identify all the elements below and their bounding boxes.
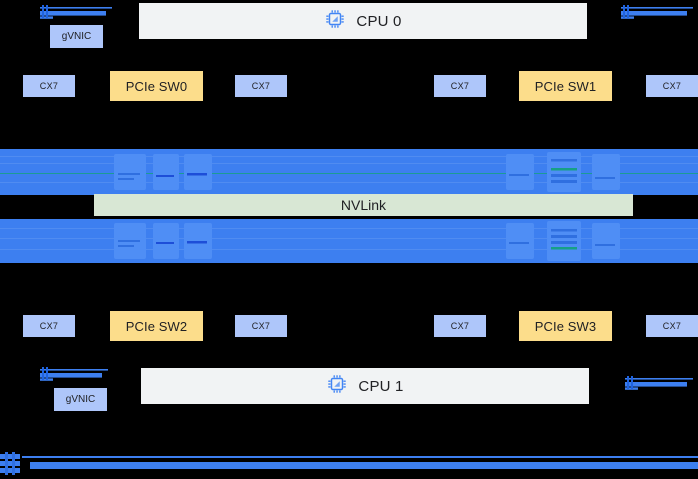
- cx7-2-box[interactable]: CX7: [434, 75, 486, 97]
- gvnic-1-box[interactable]: gVNIC: [54, 388, 107, 411]
- cpu-chip-icon: [326, 373, 348, 400]
- pcie-sw2-box[interactable]: PCIe SW2: [110, 311, 203, 341]
- network-stack-icon: [0, 452, 698, 475]
- cx7-3-box[interactable]: CX7: [646, 75, 698, 97]
- network-card-icon: [621, 5, 693, 19]
- cpu-chip-icon: [324, 8, 346, 35]
- gvnic-icon-bottom-right-wrap[interactable]: [625, 375, 693, 391]
- nvlink-label: NVLink: [340, 197, 387, 213]
- network-card-icon: [40, 367, 108, 381]
- pcie-sw1-label: PCIe SW1: [534, 78, 597, 94]
- gvnic-1-label: gVNIC: [65, 394, 96, 405]
- cx7-7-label: CX7: [662, 321, 682, 331]
- pcie-sw0-label: PCIe SW0: [125, 78, 188, 94]
- cx7-0-box[interactable]: CX7: [23, 75, 75, 97]
- gvnic-1-icon-wrap[interactable]: [40, 366, 108, 382]
- gpu-band-bottom[interactable]: [0, 219, 698, 263]
- cx7-2-label: CX7: [450, 81, 470, 91]
- gpu-icon: [114, 223, 146, 259]
- pcie-sw3-label: PCIe SW3: [534, 318, 597, 334]
- nvlink-bar[interactable]: NVLink: [94, 194, 633, 216]
- gpu-icon: [506, 154, 534, 190]
- pcie-sw2-label: PCIe SW2: [125, 318, 188, 334]
- network-card-icon: [625, 376, 693, 390]
- pcie-sw1-box[interactable]: PCIe SW1: [519, 71, 612, 101]
- cx7-5-box[interactable]: CX7: [235, 315, 287, 337]
- gpu-icon: [153, 223, 179, 259]
- gpu-icon: [114, 154, 146, 190]
- cx7-5-label: CX7: [251, 321, 271, 331]
- gpu-icon: [592, 223, 620, 259]
- cx7-6-box[interactable]: CX7: [434, 315, 486, 337]
- footer-network-stack[interactable]: [0, 452, 698, 479]
- cx7-1-box[interactable]: CX7: [235, 75, 287, 97]
- gpu-icon: [184, 154, 212, 190]
- gpu-icon: [184, 223, 212, 259]
- gpu-icon: [506, 223, 534, 259]
- gpu-icon: [592, 154, 620, 190]
- gvnic-0-label: gVNIC: [61, 31, 92, 42]
- cx7-1-label: CX7: [251, 81, 271, 91]
- pcie-sw3-box[interactable]: PCIe SW3: [519, 311, 612, 341]
- cpu0-bar[interactable]: CPU 0: [139, 3, 587, 39]
- cpu0-label: CPU 0: [356, 12, 402, 30]
- cx7-0-label: CX7: [39, 81, 59, 91]
- cpu1-bar[interactable]: CPU 1: [141, 368, 589, 404]
- cpu1-label: CPU 1: [358, 377, 404, 395]
- cx7-6-label: CX7: [450, 321, 470, 331]
- gvnic-0-icon-wrap[interactable]: [40, 4, 112, 20]
- gpu-icon: [547, 152, 581, 192]
- gpu-icon: [153, 154, 179, 190]
- cx7-3-label: CX7: [662, 81, 682, 91]
- network-card-icon: [40, 5, 112, 19]
- cx7-4-box[interactable]: CX7: [23, 315, 75, 337]
- gpu-icon: [547, 221, 581, 261]
- gvnic-0-box[interactable]: gVNIC: [50, 25, 103, 48]
- gpu-band-top[interactable]: [0, 149, 698, 195]
- gvnic-icon-top-right-wrap[interactable]: [621, 4, 693, 20]
- pcie-sw0-box[interactable]: PCIe SW0: [110, 71, 203, 101]
- cx7-4-label: CX7: [39, 321, 59, 331]
- cx7-7-box[interactable]: CX7: [646, 315, 698, 337]
